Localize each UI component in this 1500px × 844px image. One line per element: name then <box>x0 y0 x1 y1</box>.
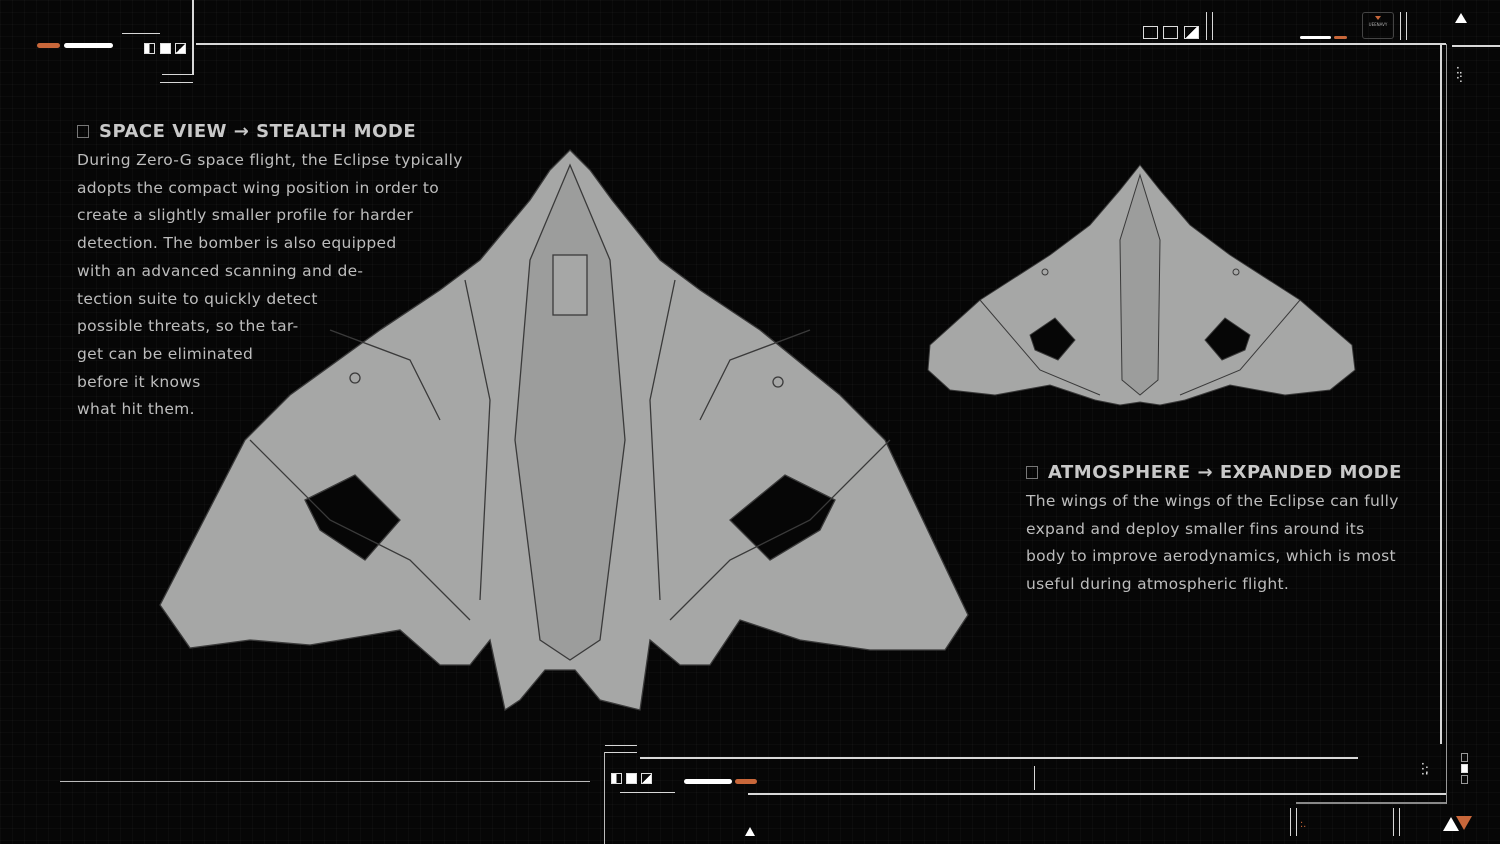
body-line: get can be eliminated <box>77 344 254 363</box>
body-line: what hit them. <box>77 400 195 419</box>
divider <box>605 745 637 746</box>
body-line: detection. The bomber is also equipped <box>77 234 397 253</box>
divider <box>122 33 160 34</box>
divider <box>620 792 675 793</box>
mode-square-icon <box>144 43 155 54</box>
status-square-icon <box>1461 753 1468 762</box>
divider <box>1206 12 1207 40</box>
divider <box>1400 12 1401 40</box>
divider <box>604 752 605 844</box>
top-rail <box>1452 45 1500 47</box>
divider <box>162 74 193 75</box>
triangle-up-icon[interactable] <box>1455 13 1467 23</box>
ship-stealth-mode <box>159 149 969 712</box>
dots-icon: ··· <box>1300 818 1307 833</box>
bottom-rail <box>60 781 590 782</box>
body-line: useful during atmospheric flight. <box>1026 575 1290 594</box>
mode-square-icon <box>626 773 637 784</box>
divider <box>1399 808 1400 836</box>
bottom-rail <box>640 757 1358 759</box>
bottom-rail <box>1296 802 1446 804</box>
dots-icon: ····: <box>1456 61 1463 85</box>
section-body-stealth: During Zero-G space flight, the Eclipse … <box>77 147 463 424</box>
body-line: adopts the compact wing position in orde… <box>77 178 440 197</box>
top-rail <box>196 43 1446 45</box>
body-line: with an advanced scanning and de- <box>77 261 364 280</box>
indicator-bar <box>684 779 732 784</box>
heading-text: ATMOSPHERE → EXPANDED MODE <box>1048 462 1402 483</box>
divider <box>1406 12 1407 40</box>
triangle-up-icon[interactable] <box>745 827 755 836</box>
section-heading-expanded: ATMOSPHERE → EXPANDED MODE <box>1026 462 1402 483</box>
divider <box>1393 808 1394 836</box>
divider <box>1212 12 1213 40</box>
status-square-icon <box>1461 764 1468 773</box>
dots-icon: ··:·· <box>1421 757 1429 781</box>
divider <box>160 82 193 83</box>
logo-text: UEENAVY <box>1368 22 1388 27</box>
body-line: body to improve aerodynamics, which is m… <box>1026 547 1396 566</box>
divider <box>605 752 637 753</box>
body-line: expand and deploy smaller fins around it… <box>1026 519 1365 538</box>
body-line: possible threats, so the tar- <box>77 317 299 336</box>
section-heading-stealth: SPACE VIEW → STEALTH MODE <box>77 121 416 142</box>
mode-square-icon <box>1184 26 1199 39</box>
section-body-expanded: The wings of the wings of the Eclipse ca… <box>1026 488 1399 599</box>
body-line: before it knows <box>77 372 201 391</box>
right-rail <box>1446 44 1447 804</box>
mode-square-icon <box>160 43 171 54</box>
body-line: The wings of the wings of the Eclipse ca… <box>1026 492 1399 510</box>
bottom-rail <box>748 793 1446 795</box>
triangle-down-icon[interactable] <box>1456 816 1472 830</box>
divider <box>1290 808 1291 836</box>
divider <box>1296 808 1297 836</box>
mode-square-icon <box>641 773 652 784</box>
navy-logo: UEENAVY <box>1362 12 1394 39</box>
right-rail <box>1440 44 1442 744</box>
ship-expanded-mode <box>927 164 1356 406</box>
indicator-bar <box>1300 36 1331 39</box>
status-square-icon <box>1461 775 1468 784</box>
accent-bar <box>1334 36 1347 39</box>
divider <box>192 0 194 75</box>
body-line: create a slightly smaller profile for ha… <box>77 206 414 225</box>
body-line: During Zero-G space flight, the Eclipse … <box>77 151 463 169</box>
accent-bar <box>735 779 757 784</box>
mode-square-icon <box>611 773 622 784</box>
indicator-bar <box>64 43 113 48</box>
heading-text: SPACE VIEW → STEALTH MODE <box>99 121 417 142</box>
checkbox-icon <box>77 125 89 138</box>
body-line: tection suite to quickly detect <box>77 289 318 308</box>
triangle-up-icon[interactable] <box>1443 817 1459 831</box>
mode-square-icon <box>175 43 186 54</box>
checkbox-icon <box>1026 466 1038 479</box>
mode-square-icon <box>1163 26 1178 39</box>
divider <box>1034 766 1035 790</box>
accent-bar <box>37 43 60 48</box>
mode-square-icon <box>1143 26 1158 39</box>
